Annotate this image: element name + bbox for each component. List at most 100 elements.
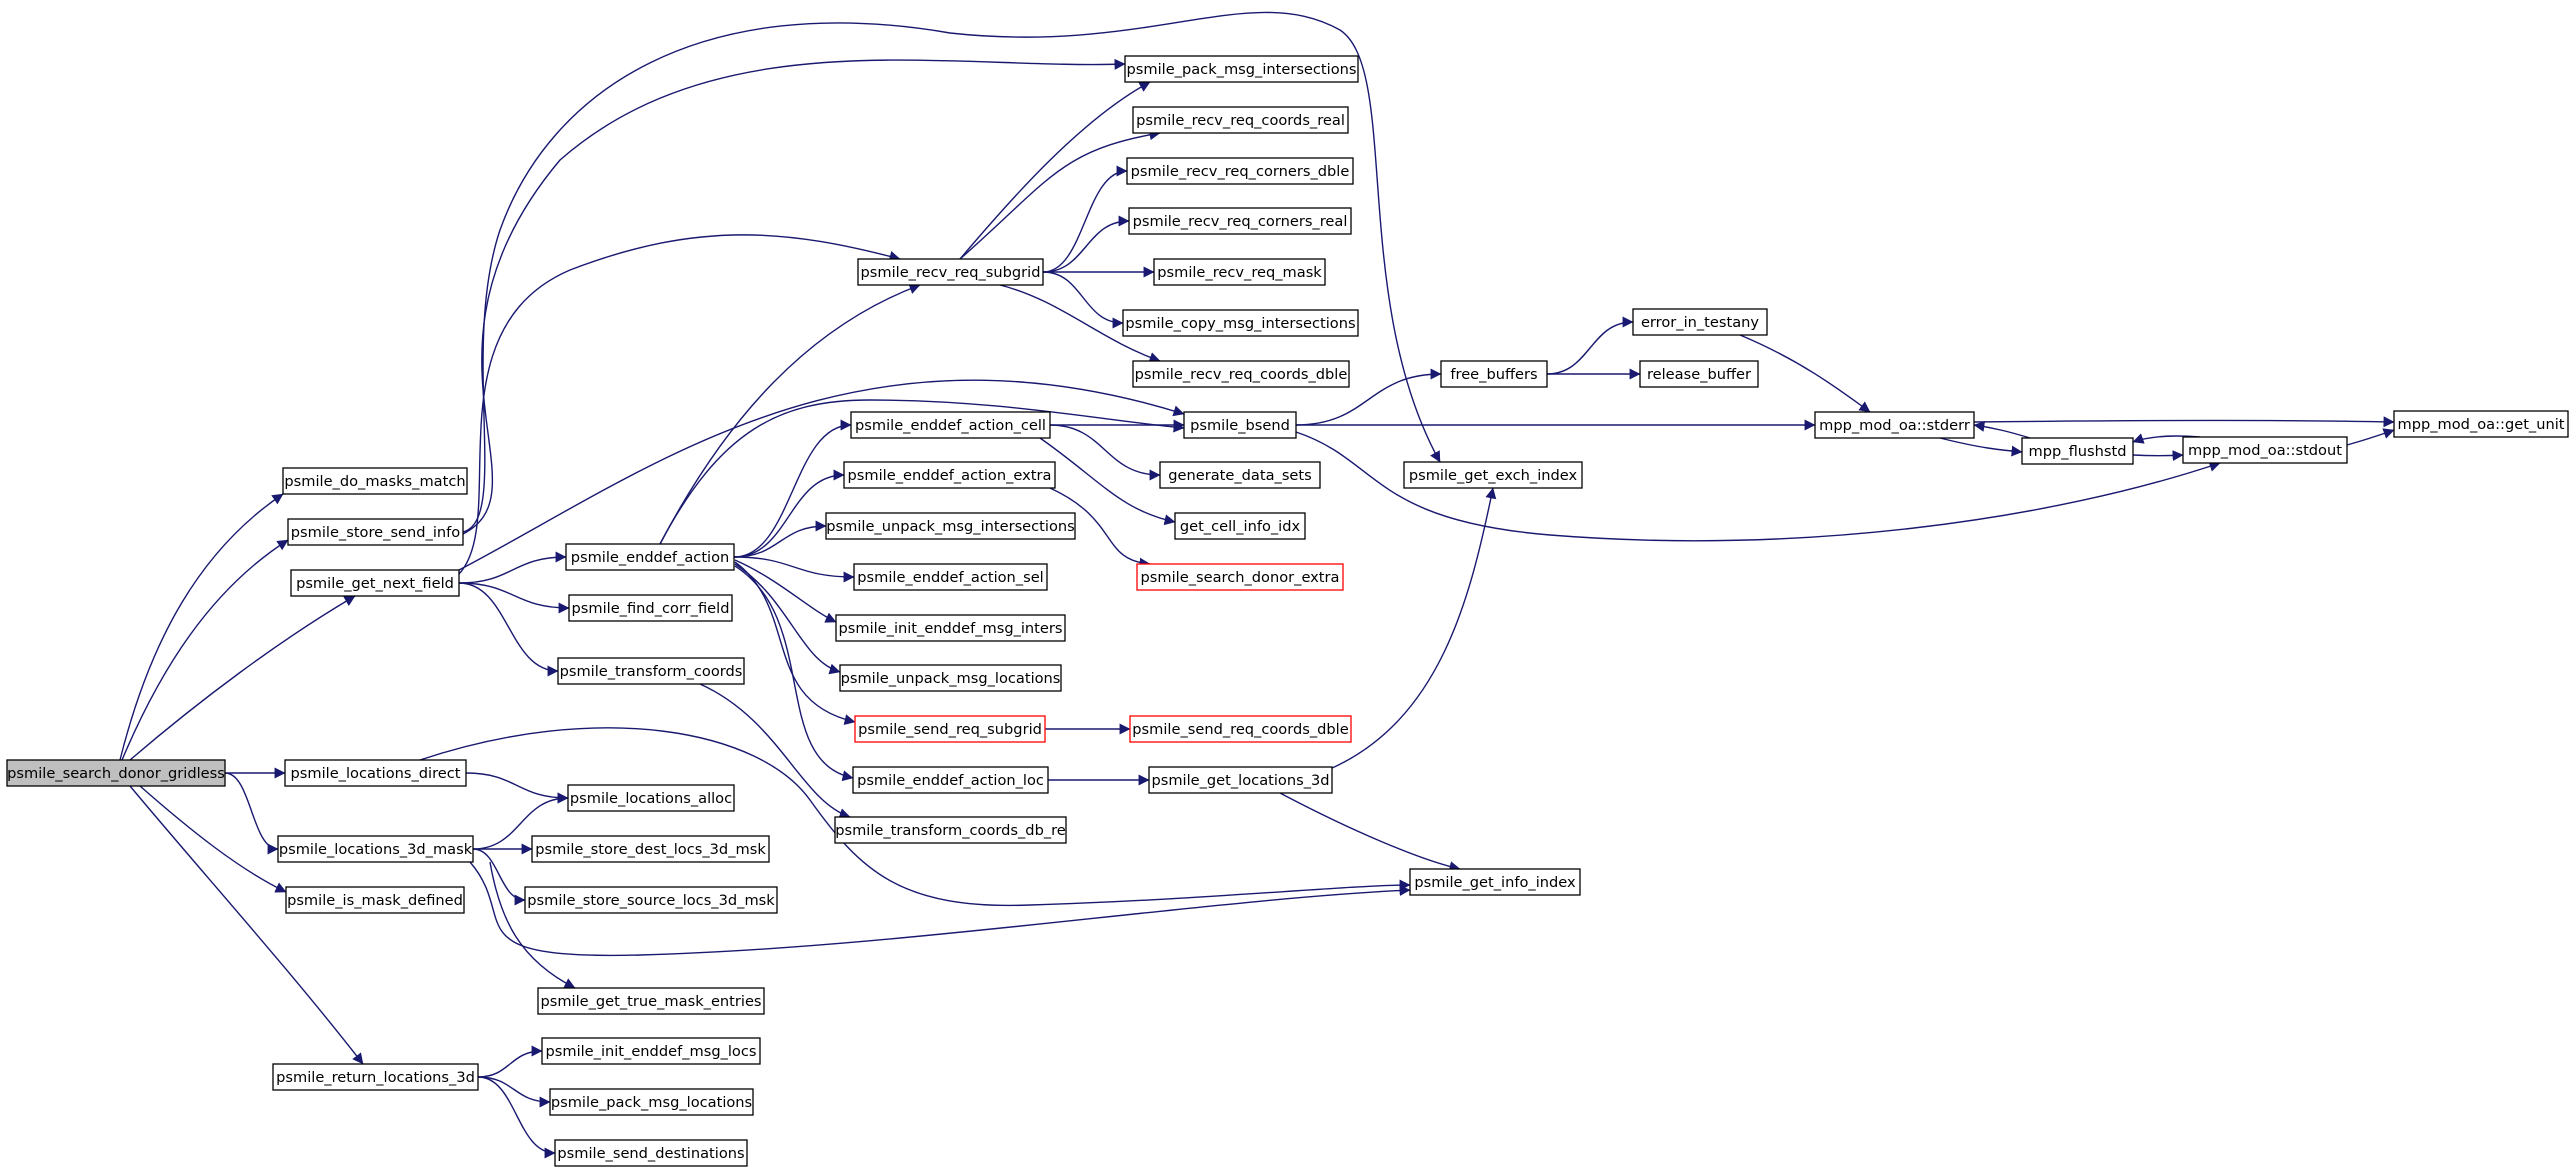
node-psmile-recv-req-subgrid[interactable]: psmile_recv_req_subgrid bbox=[857, 258, 1044, 286]
edge-psmile-enddef-action-to-psmile-enddef-action-extra bbox=[733, 469, 845, 558]
node-psmile-locations-alloc[interactable]: psmile_locations_alloc bbox=[567, 784, 735, 812]
node-box bbox=[2021, 437, 2134, 465]
node-psmile-locations-3d-mask[interactable]: psmile_locations_3d_mask bbox=[277, 835, 474, 863]
node-box bbox=[852, 766, 1049, 794]
node-box bbox=[537, 987, 765, 1015]
node-psmile-enddef-action-extra[interactable]: psmile_enddef_action_extra bbox=[843, 461, 1056, 489]
node-mpp-mod-oa-get-unit[interactable]: mpp_mod_oa::get_unit bbox=[2393, 410, 2569, 438]
node-label: psmile_is_mask_defined bbox=[287, 892, 463, 909]
node-psmile-return-locations-3d[interactable]: psmile_return_locations_3d bbox=[272, 1063, 479, 1091]
node-box bbox=[290, 569, 460, 597]
node-psmile-search-donor-gridless[interactable]: psmile_search_donor_gridless bbox=[6, 759, 226, 787]
node-psmile-enddef-action[interactable]: psmile_enddef_action bbox=[565, 543, 735, 571]
node-box bbox=[843, 461, 1056, 489]
edge-mpp-flushstd-to-mpp-mod-oa-stderr bbox=[1973, 421, 2031, 439]
edge-psmile-locations-3d-mask-to-psmile-get-info-index bbox=[469, 861, 1411, 957]
node-psmile-transform-coords[interactable]: psmile_transform_coords bbox=[557, 657, 745, 685]
node-psmile-recv-req-coords-dble[interactable]: psmile_recv_req_coords_dble bbox=[1132, 360, 1350, 388]
node-error-in-testany[interactable]: error_in_testany bbox=[1632, 308, 1768, 336]
node-psmile-pack-msg-locations[interactable]: psmile_pack_msg_locations bbox=[549, 1088, 754, 1116]
edge-mpp-mod-oa-stderr-to-mpp-mod-oa-get-unit bbox=[1973, 416, 2395, 428]
edge-psmile-enddef-action-to-psmile-send-req-subgrid bbox=[734, 561, 856, 725]
node-psmile-transform-coords-db-re[interactable]: psmile_transform_coords_db_re bbox=[834, 816, 1067, 844]
node-psmile-init-enddef-msg-inters[interactable]: psmile_init_enddef_msg_inters bbox=[835, 614, 1066, 642]
node-psmile-enddef-action-loc[interactable]: psmile_enddef_action_loc bbox=[852, 766, 1049, 794]
node-psmile-send-destinations[interactable]: psmile_send_destinations bbox=[554, 1139, 748, 1167]
node-psmile-is-mask-defined[interactable]: psmile_is_mask_defined bbox=[285, 886, 465, 914]
node-box bbox=[277, 835, 474, 863]
node-psmile-init-enddef-msg-locs[interactable]: psmile_init_enddef_msg_locs bbox=[541, 1037, 761, 1065]
node-box bbox=[1440, 360, 1548, 388]
node-psmile-recv-req-corners-real[interactable]: psmile_recv_req_corners_real bbox=[1128, 207, 1352, 235]
node-label: psmile_get_exch_index bbox=[1409, 467, 1578, 484]
node-psmile-recv-req-corners-dble[interactable]: psmile_recv_req_corners_dble bbox=[1126, 157, 1354, 185]
node-psmile-find-corr-field[interactable]: psmile_find_corr_field bbox=[568, 594, 733, 622]
node-label: psmile_send_req_subgrid bbox=[858, 721, 1042, 738]
node-mpp-mod-oa-stderr[interactable]: mpp_mod_oa::stderr bbox=[1814, 411, 1975, 439]
node-label: psmile_recv_req_coords_dble bbox=[1135, 366, 1348, 383]
node-psmile-bsend[interactable]: psmile_bsend bbox=[1183, 411, 1297, 439]
node-psmile-store-source-locs-3d-msk[interactable]: psmile_store_source_locs_3d_msk bbox=[524, 886, 778, 914]
node-psmile-recv-req-mask[interactable]: psmile_recv_req_mask bbox=[1153, 258, 1326, 286]
node-box bbox=[1403, 461, 1583, 489]
node-psmile-send-req-coords-dble[interactable]: psmile_send_req_coords_dble bbox=[1129, 715, 1352, 743]
node-mpp-mod-oa-stdout[interactable]: mpp_mod_oa::stdout bbox=[2182, 436, 2348, 464]
node-psmile-get-locations-3d[interactable]: psmile_get_locations_3d bbox=[1148, 766, 1333, 794]
node-label: psmile_locations_alloc bbox=[570, 790, 732, 807]
node-free-buffers[interactable]: free_buffers bbox=[1440, 360, 1548, 388]
edge-psmile-get-locations-3d-to-psmile-get-exch-index bbox=[1329, 487, 1497, 770]
node-label: psmile_store_source_locs_3d_msk bbox=[527, 892, 775, 909]
node-psmile-get-exch-index[interactable]: psmile_get_exch_index bbox=[1403, 461, 1583, 489]
node-psmile-unpack-msg-locations[interactable]: psmile_unpack_msg_locations bbox=[839, 664, 1062, 692]
node-psmile-store-dest-locs-3d-msk[interactable]: psmile_store_dest_locs_3d_msk bbox=[531, 835, 770, 863]
node-psmile-search-donor-extra[interactable]: psmile_search_donor_extra bbox=[1136, 563, 1344, 591]
node-psmile-store-send-info[interactable]: psmile_store_send_info bbox=[287, 518, 464, 546]
node-psmile-locations-direct[interactable]: psmile_locations_direct bbox=[284, 759, 467, 787]
node-box bbox=[1632, 308, 1768, 336]
node-psmile-get-info-index[interactable]: psmile_get_info_index bbox=[1409, 868, 1581, 896]
node-psmile-unpack-msg-intersections[interactable]: psmile_unpack_msg_intersections bbox=[825, 512, 1076, 540]
node-psmile-enddef-action-sel[interactable]: psmile_enddef_action_sel bbox=[853, 563, 1048, 591]
node-psmile-get-next-field[interactable]: psmile_get_next_field bbox=[290, 569, 460, 597]
node-release-buffer[interactable]: release_buffer bbox=[1639, 360, 1759, 388]
node-label: mpp_mod_oa::stdout bbox=[2188, 442, 2342, 459]
node-label: mpp_flushstd bbox=[2029, 443, 2127, 460]
edge-psmile-bsend-to-mpp-mod-oa-stdout bbox=[1295, 431, 2221, 542]
node-generate-data-sets[interactable]: generate_data_sets bbox=[1159, 461, 1321, 489]
node-label: error_in_testany bbox=[1641, 314, 1759, 331]
node-psmile-recv-req-coords-real[interactable]: psmile_recv_req_coords_real bbox=[1132, 106, 1349, 134]
node-label: psmile_enddef_action bbox=[571, 549, 730, 566]
edge-psmile-enddef-action-cell-to-generate-data-sets bbox=[1049, 424, 1161, 481]
node-box bbox=[1814, 411, 1975, 439]
edge-error-in-testany-to-mpp-mod-oa-stderr bbox=[1739, 334, 1871, 413]
node-mpp-flushstd[interactable]: mpp_flushstd bbox=[2021, 437, 2134, 465]
edge-psmile-get-next-field-to-psmile-transform-coords bbox=[458, 582, 559, 677]
node-box bbox=[1174, 512, 1306, 540]
edge-psmile-search-donor-gridless-to-psmile-locations-3d-mask bbox=[224, 772, 279, 855]
edge-psmile-store-send-info-to-psmile-pack-msg-intersections bbox=[462, 58, 1126, 535]
node-box bbox=[568, 594, 733, 622]
node-get-cell-info-idx[interactable]: get_cell_info_idx bbox=[1174, 512, 1306, 540]
node-psmile-get-true-mask-entries[interactable]: psmile_get_true_mask_entries bbox=[537, 987, 765, 1015]
node-box bbox=[850, 411, 1051, 439]
node-box bbox=[1153, 258, 1326, 286]
edge-psmile-store-send-info-to-psmile-get-exch-index bbox=[462, 11, 1441, 533]
node-psmile-copy-msg-intersections[interactable]: psmile_copy_msg_intersections bbox=[1122, 309, 1359, 337]
node-label: psmile_recv_req_mask bbox=[1157, 264, 1322, 281]
node-label: psmile_locations_direct bbox=[291, 765, 461, 782]
node-label: psmile_locations_3d_mask bbox=[279, 841, 473, 858]
node-psmile-send-req-subgrid[interactable]: psmile_send_req_subgrid bbox=[854, 715, 1046, 743]
node-psmile-pack-msg-intersections[interactable]: psmile_pack_msg_intersections bbox=[1124, 55, 1359, 83]
node-label: psmile_transform_coords_db_re bbox=[835, 822, 1066, 839]
edge-psmile-locations-direct-to-psmile-get-info-index bbox=[419, 727, 1411, 907]
node-psmile-do-masks-match[interactable]: psmile_do_masks_match bbox=[282, 467, 468, 495]
node-box bbox=[287, 518, 464, 546]
node-label: psmile_enddef_action_loc bbox=[857, 772, 1044, 789]
node-box bbox=[524, 886, 778, 914]
edge-psmile-enddef-action-to-psmile-init-enddef-msg-inters bbox=[734, 559, 837, 623]
edge-psmile-search-donor-gridless-to-psmile-store-send-info bbox=[121, 539, 289, 761]
node-box bbox=[554, 1139, 748, 1167]
node-box bbox=[1132, 360, 1350, 388]
node-box bbox=[565, 543, 735, 571]
node-psmile-enddef-action-cell[interactable]: psmile_enddef_action_cell bbox=[850, 411, 1051, 439]
